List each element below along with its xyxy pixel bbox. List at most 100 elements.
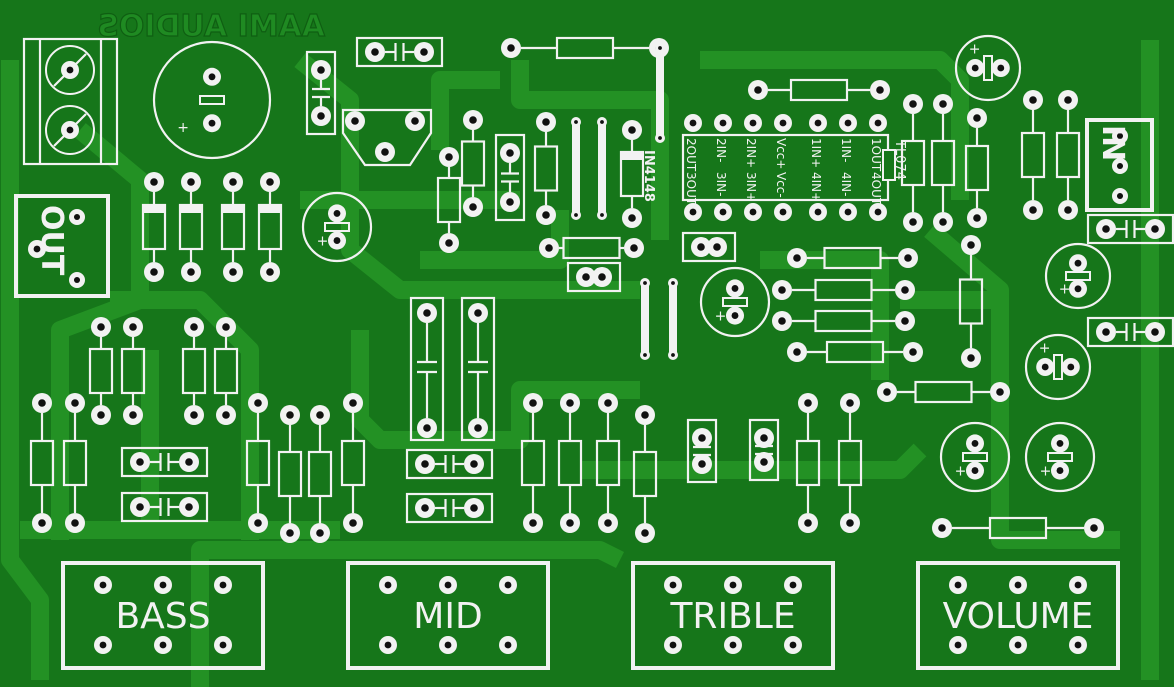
trace — [294, 52, 640, 299]
pad-hole — [630, 244, 638, 252]
pad-hole — [901, 286, 909, 294]
ic-pin-label-bottom: 4IN+ — [809, 172, 823, 202]
ic-pin-label-top: 2OUT — [684, 138, 698, 172]
pad-hole — [423, 424, 431, 432]
pad-hole — [846, 399, 854, 407]
plus-sign: + — [1039, 341, 1051, 357]
pad-hole — [749, 208, 757, 216]
pad-hole — [901, 317, 909, 325]
pad-hole — [185, 458, 193, 466]
potentiometer-volume — [916, 561, 1120, 670]
pad-hole — [729, 641, 737, 649]
pad-hole — [384, 581, 392, 589]
pad-hole — [598, 273, 606, 281]
ic-notch — [882, 149, 896, 181]
out-label: OUT — [34, 205, 69, 276]
pad-hole — [574, 213, 578, 217]
pad-hole — [150, 268, 158, 276]
pad-hole — [1074, 581, 1082, 589]
pad-hole — [760, 434, 768, 442]
electrolytic-outline — [301, 191, 373, 263]
ic-pin-label-top: Vcc+ — [774, 138, 788, 169]
pad-hole — [604, 399, 612, 407]
pad-hole — [1090, 524, 1098, 532]
pad-hole — [504, 641, 512, 649]
capacitor-outline — [748, 418, 780, 482]
pad-hole — [351, 117, 359, 125]
plus-sign: + — [955, 464, 967, 480]
pad-hole — [136, 458, 144, 466]
labels: OUT IN IN4148 TL074 2OUT3OUT2IN-3IN-2IN+… — [34, 125, 1130, 637]
diode-band — [143, 205, 165, 213]
pad-hole — [469, 116, 477, 124]
electrolytic-outline — [1024, 333, 1092, 401]
ic-pin-label-top: 1OUT — [869, 138, 883, 172]
pad-hole — [973, 114, 981, 122]
pad-hole — [529, 519, 537, 527]
pad-hole — [266, 178, 274, 186]
pad-hole — [420, 48, 428, 56]
pad-hole — [789, 581, 797, 589]
pad-hole — [904, 254, 912, 262]
ic-pin-label-bottom: 3OUT — [684, 172, 698, 206]
pad-hole — [507, 44, 515, 52]
pad-hole — [1116, 162, 1124, 170]
pad-hole — [909, 348, 917, 356]
pad-hole — [967, 241, 975, 249]
pad-hole — [1041, 363, 1049, 371]
pad-hole — [574, 120, 578, 124]
pot-label: BASS — [115, 596, 210, 637]
pad-hole — [470, 504, 478, 512]
pad-hole — [159, 641, 167, 649]
pad-hole — [545, 244, 553, 252]
pad-hole — [804, 399, 812, 407]
potentiometer-bass — [61, 561, 265, 670]
capacitor-outline — [405, 448, 494, 480]
pad-hole — [71, 519, 79, 527]
pad-hole — [444, 581, 452, 589]
pad-hole — [1056, 467, 1064, 475]
capacitor-outline — [566, 261, 622, 293]
pad-hole — [689, 119, 697, 127]
pad-hole — [749, 119, 757, 127]
pad-hole — [669, 641, 677, 649]
pad-hole — [185, 503, 193, 511]
pad-hole — [973, 214, 981, 222]
pad-hole — [99, 641, 107, 649]
pad-hole — [333, 237, 341, 245]
pad-hole — [504, 581, 512, 589]
pad-hole — [1116, 192, 1124, 200]
pad-hole — [874, 208, 882, 216]
pad-hole — [760, 458, 768, 466]
pad-hole — [208, 119, 216, 127]
pad-hole — [73, 276, 81, 284]
capacitor-outline — [1086, 213, 1174, 245]
pad-hole — [1064, 96, 1072, 104]
pad-hole — [971, 439, 979, 447]
pad-hole — [789, 641, 797, 649]
ic-pin-label-bottom: 3IN+ — [744, 172, 758, 202]
pad-hole — [689, 208, 697, 216]
pad-hole — [99, 581, 107, 589]
pad-hole — [1151, 328, 1159, 336]
pad-hole — [793, 348, 801, 356]
pad-hole — [844, 208, 852, 216]
pad-hole — [38, 519, 46, 527]
pad-hole — [1074, 285, 1082, 293]
pad-hole — [719, 119, 727, 127]
pad-hole — [671, 353, 675, 357]
pad-hole — [876, 86, 884, 94]
pad-hole — [731, 284, 739, 292]
trace — [924, 223, 1120, 549]
pad-hole — [542, 118, 550, 126]
plus-sign: + — [317, 234, 329, 250]
pad-hole — [222, 323, 230, 331]
pad-hole — [938, 524, 946, 532]
pad-hole — [286, 411, 294, 419]
electrolytic-outline — [699, 266, 771, 338]
electrolytic-plate — [1047, 452, 1073, 462]
pad-hole — [222, 411, 230, 419]
pad-hole — [187, 268, 195, 276]
ic-pin-label-top: 2IN- — [714, 138, 728, 162]
ic-pin-label-bottom: 4IN- — [839, 172, 853, 196]
